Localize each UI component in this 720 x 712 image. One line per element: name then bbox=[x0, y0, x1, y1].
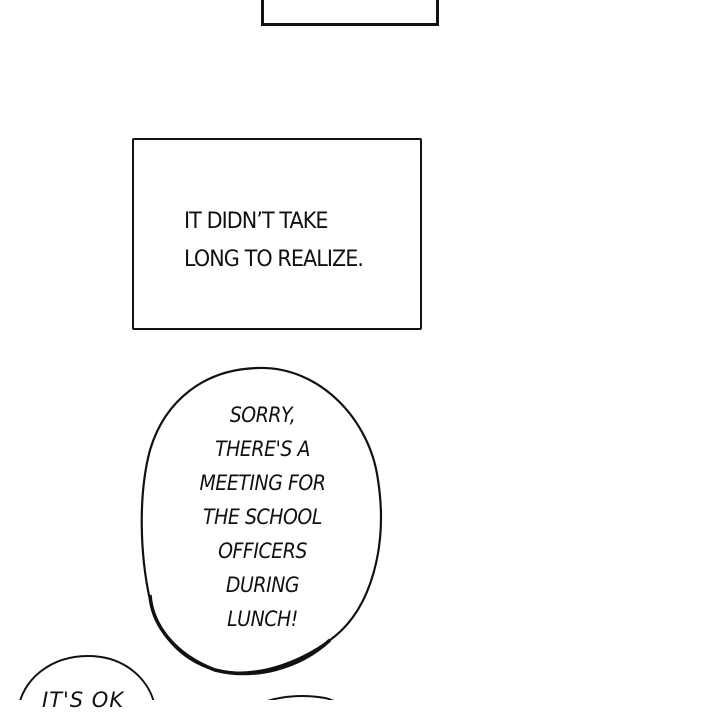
bubble-line: DURING bbox=[225, 573, 300, 597]
bubble-line: OFFICERS bbox=[218, 539, 307, 563]
bubble-line: LUNCH! bbox=[227, 607, 298, 631]
speech-bubble-1-heavy-edge bbox=[148, 594, 332, 676]
comic-panel-top bbox=[261, 0, 439, 26]
speech-bubble-3-outline bbox=[267, 695, 334, 700]
bubble-line: THERE'S A bbox=[215, 437, 310, 461]
caption-line: IT DIDN’T TAKE bbox=[184, 208, 328, 234]
narration-caption-text: IT DIDN’T TAKE LONG TO REALIZE. bbox=[184, 202, 364, 278]
bubble-line: SORRY, bbox=[229, 403, 296, 427]
speech-bubble-1-text: SORRY, THERE'S A MEETING FOR THE SCHOOL … bbox=[175, 398, 351, 636]
speech-bubble-2-outline bbox=[19, 654, 155, 700]
speech-bubble-2-text: IT'S OK bbox=[42, 688, 125, 712]
bubble-line: MEETING FOR bbox=[199, 471, 326, 495]
bubble-line: THE SCHOOL bbox=[203, 505, 322, 529]
narration-caption-box: IT DIDN’T TAKE LONG TO REALIZE. bbox=[132, 138, 422, 330]
caption-line: LONG TO REALIZE. bbox=[184, 246, 364, 272]
